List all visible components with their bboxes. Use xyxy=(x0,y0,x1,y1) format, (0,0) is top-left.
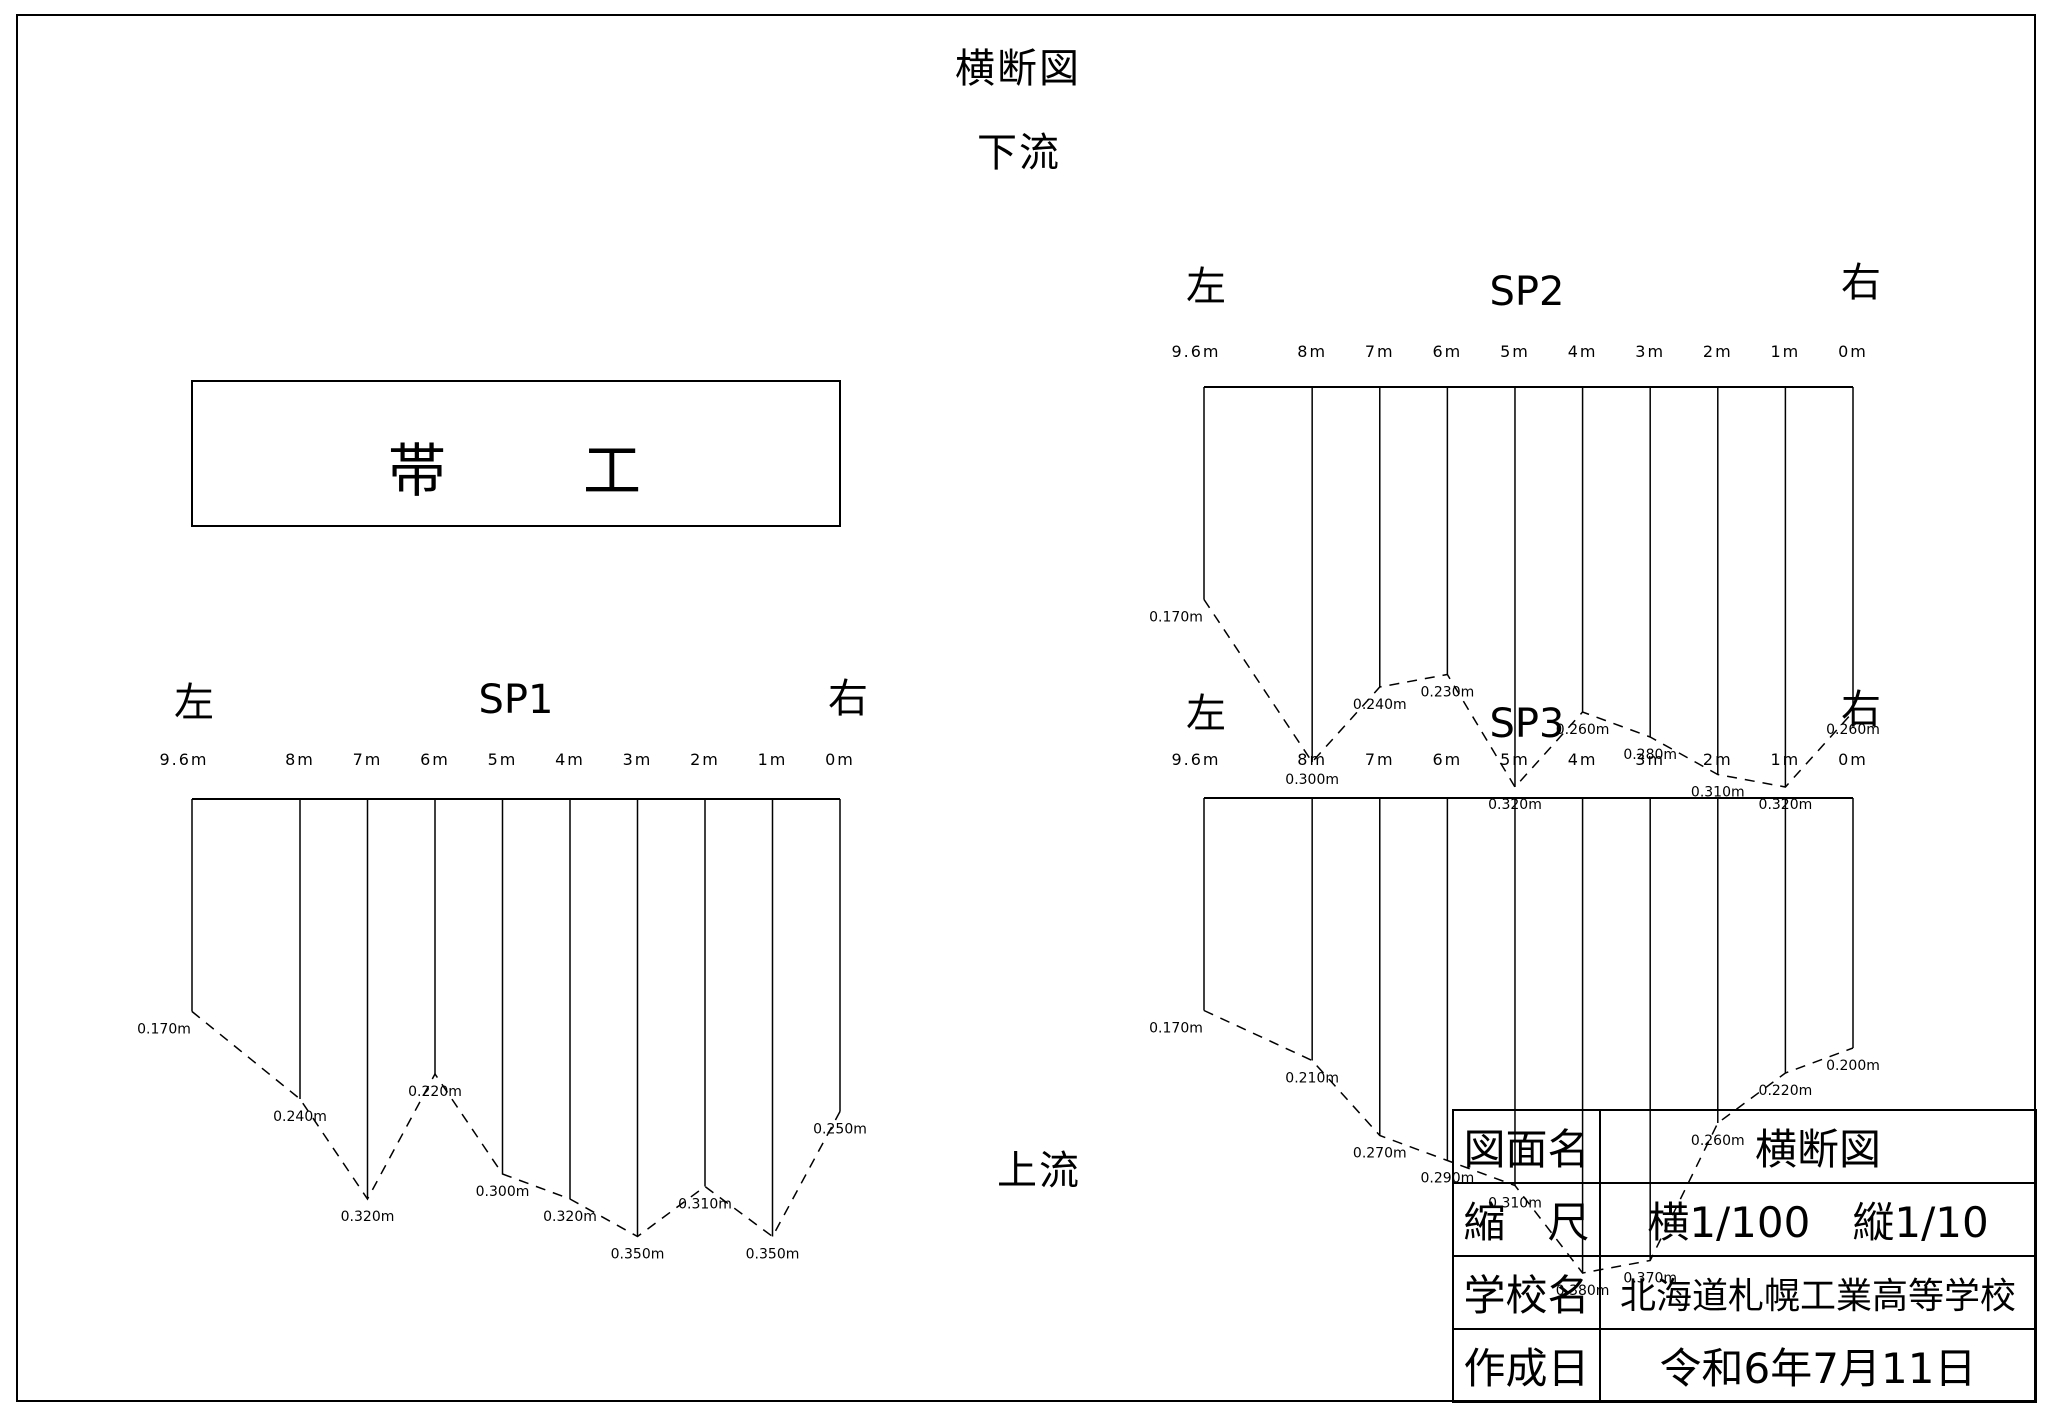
depth-label: 0.280m xyxy=(1623,747,1677,763)
station-label: 3m xyxy=(1635,750,1665,769)
station-label: 8m xyxy=(285,750,315,769)
station-label: 6m xyxy=(1432,750,1462,769)
station-label: 4m xyxy=(1568,342,1598,361)
downstream-label: 下流 xyxy=(977,130,1061,176)
station-label: 8m xyxy=(1297,342,1327,361)
depth-label: 0.260m xyxy=(1826,722,1880,738)
station-label: 8m xyxy=(1297,750,1327,769)
station-label: 1m xyxy=(1771,342,1801,361)
depth-label: 0.350m xyxy=(611,1247,665,1263)
right-bank-label: 右 xyxy=(1841,687,1881,733)
station-label: 4m xyxy=(555,750,585,769)
band-work-label-right: 工 xyxy=(583,437,642,505)
school-value: 北海道札幌工業高等学校 xyxy=(1599,1255,2037,1330)
station-label: 7m xyxy=(1365,750,1395,769)
depth-label: 0.170m xyxy=(1149,610,1203,626)
depth-label: 0.320m xyxy=(341,1209,395,1225)
depth-label: 0.210m xyxy=(1285,1071,1339,1087)
station-label: 1m xyxy=(1771,750,1801,769)
station-label: 7m xyxy=(353,750,383,769)
station-label: 7m xyxy=(1365,342,1395,361)
depth-label: 0.320m xyxy=(543,1209,597,1225)
upstream-label: 上流 xyxy=(997,1148,1081,1194)
section-name: SP3 xyxy=(1490,701,1565,747)
station-label: 3m xyxy=(1635,342,1665,361)
station-label: 3m xyxy=(623,750,653,769)
band-work-label-left: 帯 xyxy=(388,437,447,505)
left-bank-label: 左 xyxy=(1186,691,1226,737)
station-label: 6m xyxy=(1432,342,1462,361)
scale-value: 横1/100 縦1/10 xyxy=(1599,1182,2037,1257)
station-label: 6m xyxy=(420,750,450,769)
station-label: 2m xyxy=(690,750,720,769)
station-label: 0m xyxy=(1838,342,1868,361)
band-work-box: 帯 工 xyxy=(191,380,841,527)
station-label: 9.6m xyxy=(159,750,208,769)
section-name: SP2 xyxy=(1490,269,1565,315)
left-bank-label: 左 xyxy=(174,680,214,726)
depth-label: 0.260m xyxy=(1556,722,1610,738)
scale-key: 縮 尺 xyxy=(1452,1182,1601,1257)
drawing-title: 横断図 xyxy=(955,46,1081,92)
depth-label: 0.310m xyxy=(678,1197,732,1213)
bed-profile xyxy=(1203,599,1854,789)
station-label: 2m xyxy=(1703,342,1733,361)
depth-label: 0.220m xyxy=(1759,1083,1813,1099)
depth-label: 0.310m xyxy=(1691,785,1745,801)
date-key: 作成日 xyxy=(1452,1328,1601,1403)
date-value: 令和6年7月11日 xyxy=(1599,1328,2037,1403)
section-name: SP1 xyxy=(479,677,554,723)
station-label: 5m xyxy=(488,750,518,769)
depth-label: 0.300m xyxy=(1285,772,1339,788)
station-label: 4m xyxy=(1568,750,1598,769)
right-bank-label: 右 xyxy=(828,676,868,722)
depth-label: 0.230m xyxy=(1421,685,1475,701)
depth-label: 0.300m xyxy=(476,1184,530,1200)
drawing-name-key: 図面名 xyxy=(1452,1109,1601,1184)
depth-label: 0.350m xyxy=(746,1247,800,1263)
title-block: 図面名 横断図 縮 尺 横1/100 縦1/10 学校名 北海道札幌工業高等学校… xyxy=(1452,1109,2037,1403)
depth-label: 0.220m xyxy=(408,1084,462,1100)
station-label: 9.6m xyxy=(1171,750,1220,769)
station-label: 5m xyxy=(1500,342,1530,361)
drawing-name-value: 横断図 xyxy=(1599,1109,2037,1184)
station-label: 1m xyxy=(758,750,788,769)
depth-label: 0.240m xyxy=(273,1109,327,1125)
station-label: 5m xyxy=(1500,750,1530,769)
station-label: 0m xyxy=(1838,750,1868,769)
depth-label: 0.170m xyxy=(1149,1021,1203,1037)
depth-label: 0.270m xyxy=(1353,1146,1407,1162)
depth-label: 0.250m xyxy=(813,1122,867,1138)
depth-label: 0.240m xyxy=(1353,697,1407,713)
section-sp1: SP1 左 右 9.6m 8m 7m 6m 5m 4m 3m 2m 1m 0m 0.170m 0.240m 0… xyxy=(137,676,868,1263)
drawing-frame xyxy=(16,14,2036,1402)
depth-label: 0.200m xyxy=(1826,1058,1880,1074)
right-bank-label: 右 xyxy=(1841,260,1881,306)
depth-label: 0.170m xyxy=(137,1022,191,1038)
station-label: 0m xyxy=(825,750,855,769)
station-label: 2m xyxy=(1703,750,1733,769)
bed-profile xyxy=(191,1010,841,1238)
school-key: 学校名 xyxy=(1452,1255,1601,1330)
left-bank-label: 左 xyxy=(1186,264,1226,310)
station-label: 9.6m xyxy=(1171,342,1220,361)
